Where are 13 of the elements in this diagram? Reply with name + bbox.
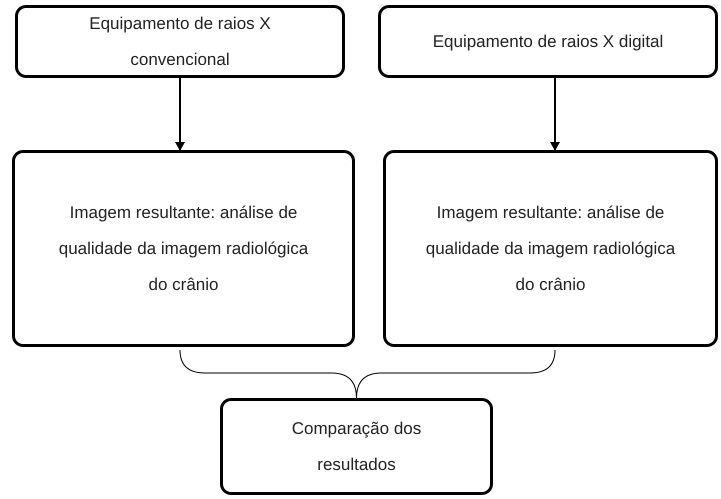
- box-text: Imagem resultante: análise de qualidade da imagem radiológica do crânio: [424, 202, 676, 296]
- process-box: [12, 150, 355, 347]
- process-box: [220, 398, 493, 495]
- box-text: Equipamento de raios X digital: [432, 30, 664, 52]
- process-box: [383, 150, 718, 347]
- box-text: Imagem resultante: análise de qualidade da imagem radiológica do crânio: [58, 202, 310, 296]
- brace-line: [356, 350, 556, 398]
- box-text: Equipamento de raios X convencional: [88, 12, 272, 70]
- box-text: Comparação dos resultados: [290, 418, 422, 476]
- arrow: [175, 78, 185, 151]
- process-box: [378, 5, 718, 78]
- process-box: [15, 5, 345, 78]
- arrow: [550, 78, 560, 151]
